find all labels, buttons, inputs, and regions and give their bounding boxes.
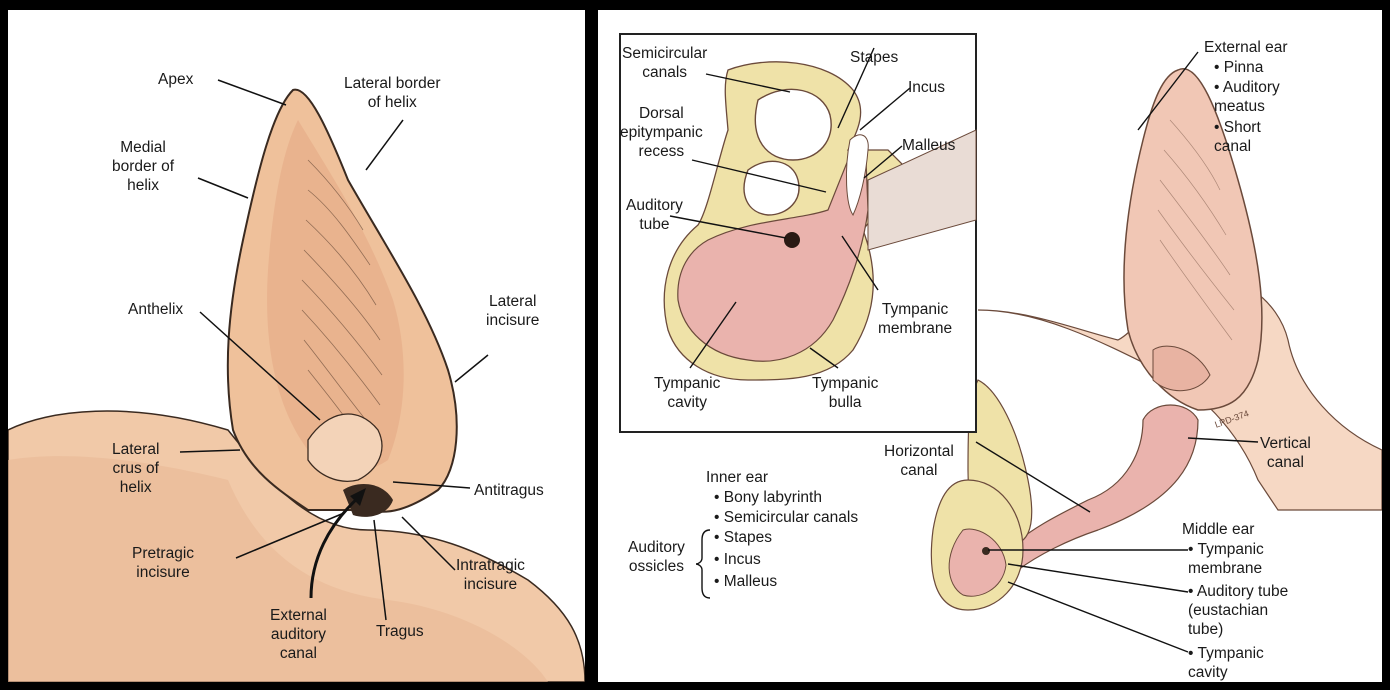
inset-cochlea [744, 161, 799, 215]
ossicles-item-malleus: • Malleus [714, 572, 777, 591]
auditory-ossicles-title: Auditory ossicles [628, 538, 685, 576]
external-ear-item-auditory-meatus: • Auditory meatus [1214, 78, 1280, 116]
label-horizontal-canal: Horizontal canal [884, 442, 954, 480]
label-lateral-crus-helix: Lateral crus of helix [112, 440, 159, 497]
middle-ear-item-tympanic-cavity: • Tympanic cavity [1188, 644, 1264, 682]
label-lateral-incisure: Lateral incisure [486, 292, 539, 330]
label-malleus: Malleus [902, 136, 955, 155]
label-incus: Incus [908, 78, 945, 97]
ossicles-bracket [696, 530, 710, 598]
label-pretragic-incisure: Pretragic incisure [132, 544, 194, 582]
inner-ear-item-bony-labyrinth: • Bony labyrinth [714, 488, 822, 507]
label-anthelix: Anthelix [128, 300, 183, 319]
external-ear-item-pinna: • Pinna [1214, 58, 1263, 77]
label-tympanic-cavity: Tympanic cavity [654, 374, 720, 412]
ossicles-item-stapes: • Stapes [714, 528, 772, 547]
inner-ear-title: Inner ear [706, 468, 768, 487]
label-stapes: Stapes [850, 48, 898, 67]
label-apex: Apex [158, 70, 193, 89]
vertical-canal [1008, 405, 1198, 570]
ossicles-item-incus: • Incus [714, 550, 761, 569]
middle-ear-item-auditory-tube: • Auditory tube (eustachian tube) [1188, 582, 1288, 639]
inner-ear-item-semicircular-canals: • Semicircular canals [714, 508, 858, 527]
label-tympanic-membrane: Tympanic membrane [878, 300, 952, 338]
label-auditory-tube: Auditory tube [626, 196, 683, 234]
label-semicircular-canals: Semicircular canals [622, 44, 707, 82]
right-panel-ear-anatomy: Semicircular canals Stapes Incus Dorsal … [598, 10, 1382, 682]
inset-auditory-tube [784, 232, 800, 248]
label-external-auditory-canal: External auditory canal [270, 606, 327, 663]
label-antitragus: Antitragus [474, 481, 544, 500]
middle-ear-item-tympanic-membrane: • Tympanic membrane [1188, 540, 1264, 578]
external-ear-title: External ear [1204, 38, 1288, 57]
label-medial-border-helix: Medial border of helix [112, 138, 174, 195]
label-dorsal-epitympanic-recess: Dorsal epitympanic recess [620, 104, 703, 161]
label-vertical-canal: Vertical canal [1260, 434, 1311, 472]
middle-ear-title: Middle ear [1182, 520, 1254, 539]
auditory-tube-opening [982, 547, 990, 555]
label-lateral-border-helix: Lateral border of helix [344, 74, 441, 112]
label-tympanic-bulla: Tympanic bulla [812, 374, 878, 412]
left-panel-pinna: Apex Lateral border of helix Medial bord… [8, 10, 585, 682]
external-ear-item-short-canal: • Short canal [1214, 118, 1261, 156]
label-intratragic-incisure: Intratragic incisure [456, 556, 525, 594]
label-tragus: Tragus [376, 622, 424, 641]
inset-semicircular-canals [755, 89, 831, 160]
